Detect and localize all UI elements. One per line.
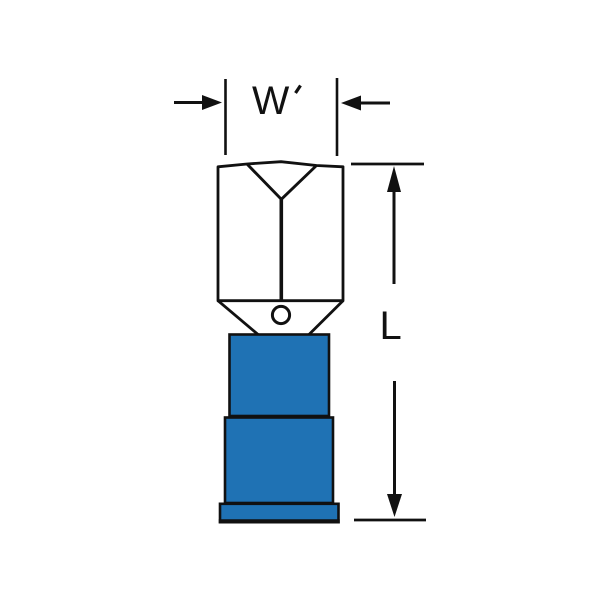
- svg-text:L: L: [380, 304, 402, 348]
- svg-text:W: W: [252, 79, 290, 123]
